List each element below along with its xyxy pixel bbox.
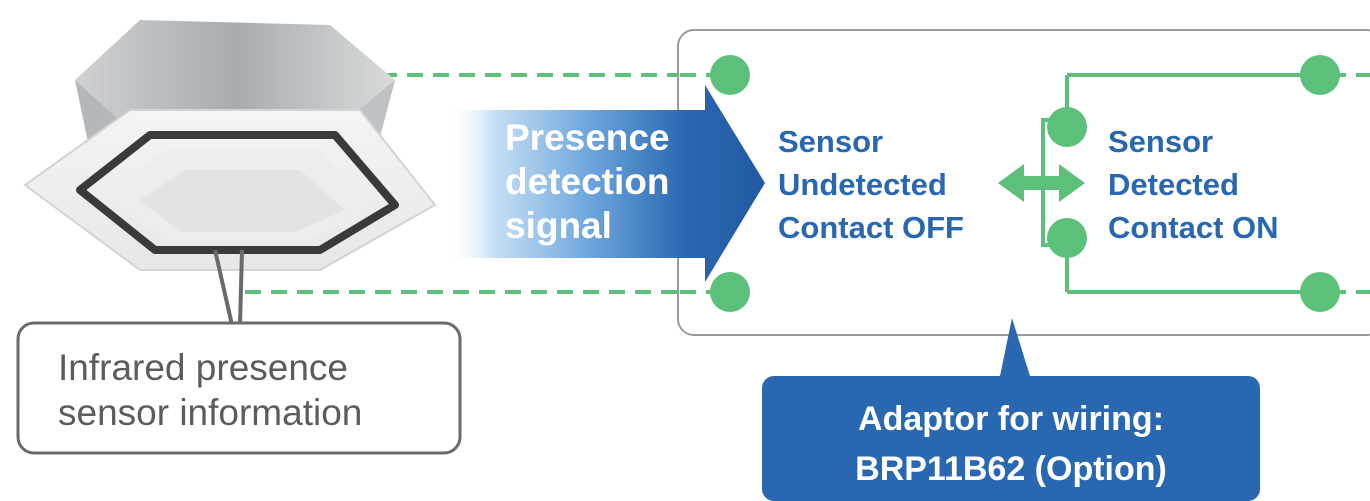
adaptor-line-2: BRP11B62 (Option) [855,450,1167,488]
detected-line-1: Sensor [1108,124,1213,159]
undetected-state-label: Sensor Undetected Contact OFF [778,124,964,245]
detected-line-2: Detected [1108,167,1239,202]
contact-dot [1047,218,1087,258]
terminal-dot [1300,55,1340,95]
undetected-line-1: Sensor [778,124,883,159]
terminal-dot [1300,272,1340,312]
adaptor-line-1: Adaptor for wiring: [858,400,1164,438]
signal-line-1: Presence [505,117,670,158]
signal-arrow-icon: Presence detection signal [445,85,765,282]
double-arrow-icon [998,164,1085,202]
sensor-info-line-1: Infrared presence [58,347,348,388]
adaptor-callout: Adaptor for wiring: BRP11B62 (Option) [762,318,1260,501]
sensor-info-callout: Infrared presence sensor information [16,321,462,455]
signal-line-2: detection [505,161,669,202]
detected-line-3: Contact ON [1108,210,1279,245]
detected-state-label: Sensor Detected Contact ON [1108,124,1279,245]
ceiling-cassette-unit-icon [23,20,437,326]
undetected-line-2: Undetected [778,167,947,202]
contact-dot [1047,107,1087,147]
terminal-dot [710,272,750,312]
sensor-info-line-2: sensor information [58,392,362,433]
terminal-dot [710,55,750,95]
switch-circuit [710,55,1340,312]
undetected-line-3: Contact OFF [778,210,964,245]
signal-line-3: signal [505,205,612,246]
